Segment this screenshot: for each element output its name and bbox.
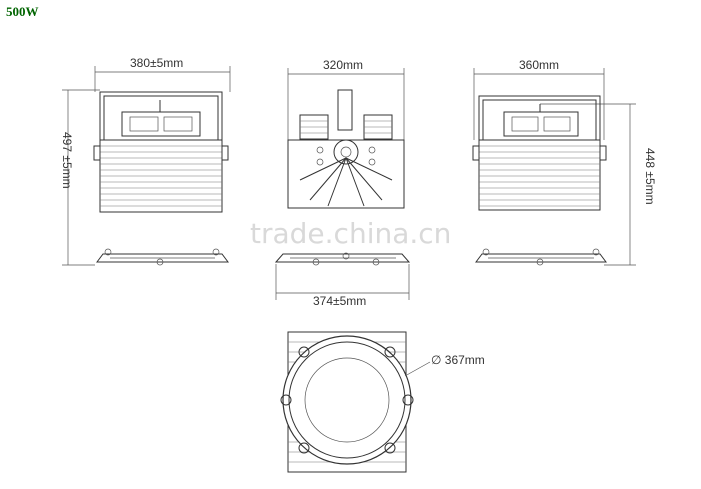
rear-view: 360mm 448 ±5mm bbox=[472, 58, 657, 266]
rear-fins bbox=[479, 145, 600, 207]
bottom-diameter-label: ∅ 367mm bbox=[431, 353, 485, 367]
front-fins bbox=[100, 145, 222, 207]
rear-width-label: 360mm bbox=[519, 58, 559, 72]
side-width-label: 320mm bbox=[323, 58, 363, 72]
rear-height-label: 448 ±5mm bbox=[643, 148, 657, 205]
side-view: 320mm bbox=[274, 58, 411, 308]
front-view: 380±5mm 497 ±5mm bbox=[60, 56, 231, 266]
watermark-text: trade.china.cn bbox=[250, 217, 451, 250]
front-height-label: 497 ±5mm bbox=[60, 132, 74, 189]
side-bottom-width-label: 374±5mm bbox=[313, 294, 366, 308]
front-width-label: 380±5mm bbox=[130, 56, 183, 70]
bottom-view: ∅ 367mm bbox=[280, 331, 485, 473]
power-title: 500W bbox=[6, 4, 39, 19]
